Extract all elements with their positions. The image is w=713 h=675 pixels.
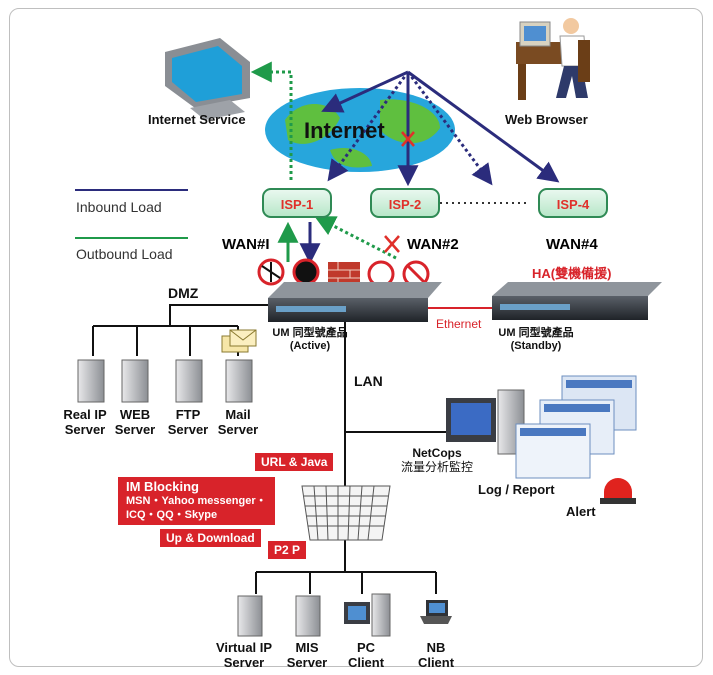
isp-2-node: ISP-2 [370,188,440,218]
im-blocking-tag: IM Blocking MSN・Yahoo messenger・ ICQ・QQ・… [118,477,275,525]
mail-server-line1: Mail [225,407,251,422]
virtual-ip-server-line1: Virtual IP [215,640,273,655]
nb-client-line1: NB [426,640,446,655]
netcops-line1: NetCops [412,446,462,460]
url-java-tag: URL & Java [255,453,334,471]
standby-appliance-label: UM 同型號產品 (Standby) [494,327,578,353]
active-appliance-label: UM 同型號產品 (Active) [268,327,352,353]
im-blocking-line1: MSN・Yahoo messenger・ [126,495,267,507]
isp-4-node: ISP-4 [538,188,608,218]
ftp-server-line1: FTP [175,407,201,422]
active-appliance-line1: UM 同型號產品 [272,327,348,339]
pc-client-line2: Client [347,655,385,670]
wan-2-label: WAN#2 [407,236,459,253]
ethernet-label: Ethernet [436,317,482,331]
internet-cloud-label: Internet [304,118,385,143]
content-filter-net-icon [301,485,391,541]
outbound-flows [250,61,397,260]
log-report-screenshots-icon [515,375,637,479]
netcops-label: NetCops 流量分析監控 [394,446,480,474]
mail-server-line2: Server [217,422,259,437]
blocked-x-icons [384,131,415,253]
alert-siren-icon [600,478,636,504]
netcops-console-icon [446,389,525,455]
lan-label: LAN [354,373,383,389]
real-ip-server-line2: Server [64,422,106,437]
mis-server-line2: Server [286,655,328,670]
active-appliance-line2: (Active) [289,340,331,352]
inbound-legend-label: Inbound Load [76,199,162,215]
wan-4-label: WAN#4 [546,236,598,253]
web-server-line1: WEB [119,407,151,422]
internet-service-label: Internet Service [148,112,246,127]
web-browser-label: Web Browser [505,112,588,127]
inbound-flows [299,70,560,265]
dmz-server-towers [77,359,253,403]
real-ip-server-line1: Real IP [63,407,107,422]
um-standby-appliance-icon [492,282,662,320]
web-server-line2: Server [114,422,156,437]
outbound-legend-label: Outbound Load [76,246,173,262]
lan-client-icons [237,593,452,637]
im-blocking-title: IM Blocking [126,479,199,494]
alert-label: Alert [566,504,596,519]
p2p-tag: P2 P [268,541,307,559]
up-download-tag: Up & Download [160,529,261,547]
log-report-label: Log / Report [478,482,555,497]
isp-1-node: ISP-1 [262,188,332,218]
netcops-line2: 流量分析監控 [400,460,473,474]
dmz-label: DMZ [168,285,199,301]
nb-client-line2: Client [417,655,455,670]
web-browser-user-icon [516,18,590,100]
im-blocking-line2: ICQ・QQ・Skype [126,509,218,521]
standby-appliance-line2: (Standby) [510,340,562,352]
virtual-ip-server-line2: Server [223,655,265,670]
internet-service-monitor-icon [165,38,250,120]
mis-server-line1: MIS [295,640,319,655]
pc-client-line1: PC [356,640,376,655]
um-active-appliance-icon [268,282,442,322]
mail-envelopes-icon [221,329,257,353]
wan-1-label: WAN#I [222,236,270,253]
ha-label: HA(雙機備援) [532,266,612,281]
standby-appliance-line1: UM 同型號產品 [498,327,574,339]
ftp-server-line2: Server [167,422,209,437]
